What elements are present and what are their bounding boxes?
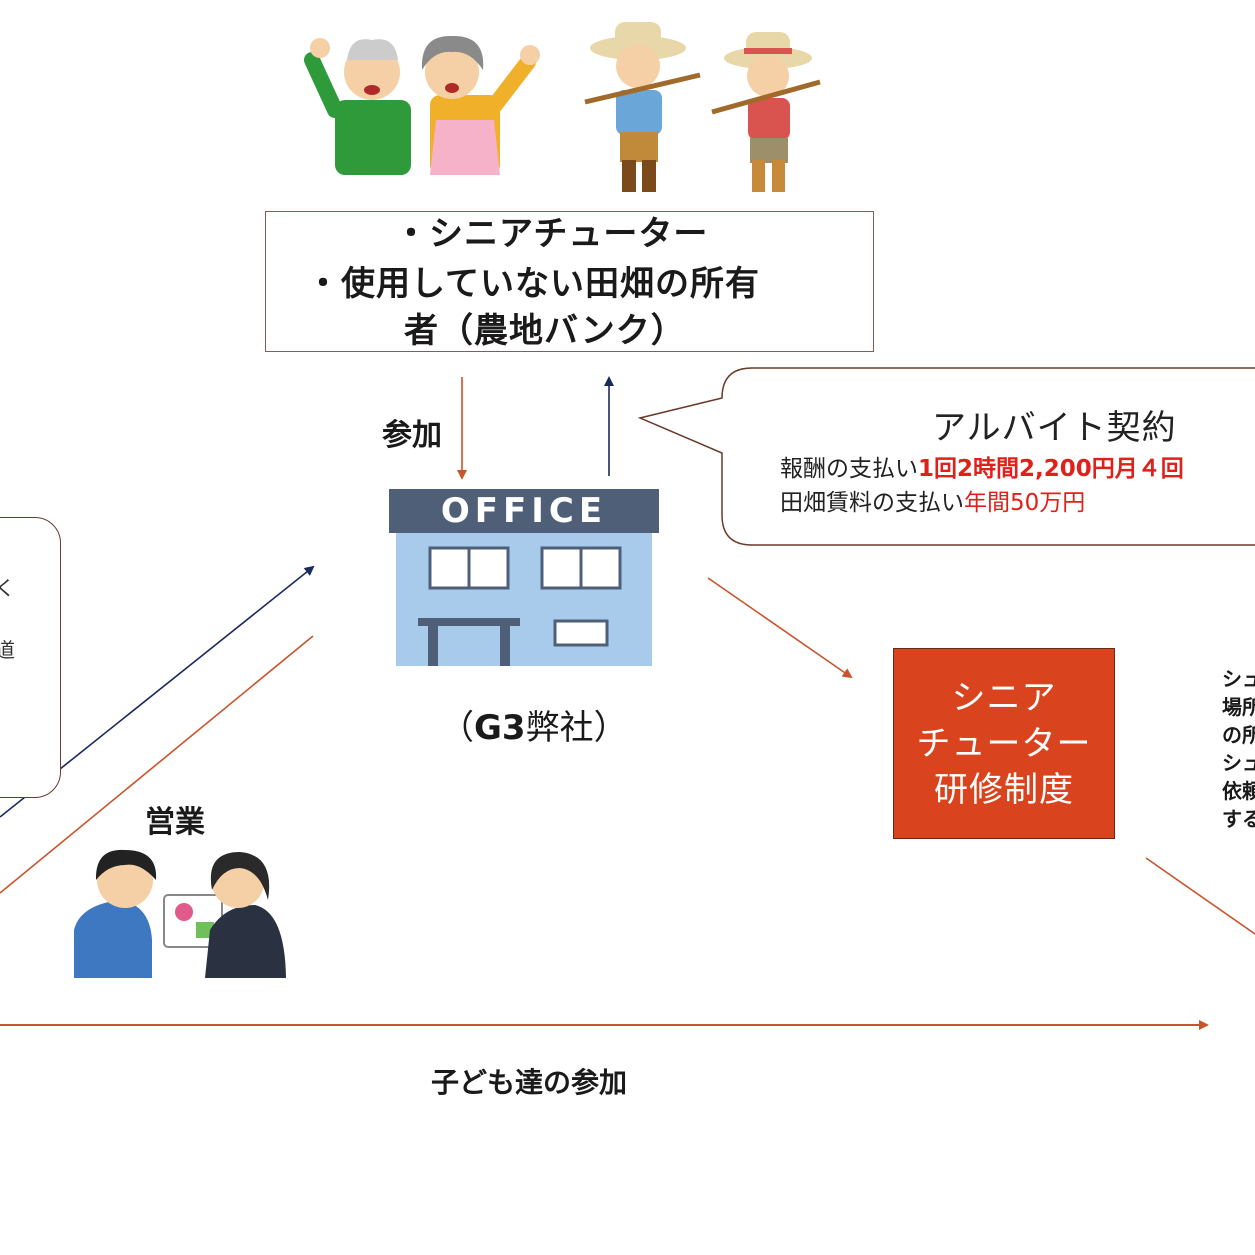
contract-pay-detail: 1回2時間2,200円月４回	[918, 456, 1184, 482]
contract-title: アルバイト契約	[932, 408, 1177, 448]
left-clipped-box: く 道	[0, 517, 61, 798]
right-clipped-text: シュ 場所 の所 シュ 依頼 する	[1222, 665, 1255, 833]
company-name: 弊社	[525, 708, 594, 748]
participants-box: ・シニアチューター ・使用していない田畑の所有 者（農地バンク）	[265, 211, 874, 352]
left-orange-line	[0, 635, 314, 894]
participants-landowner: ・使用していない田畑の所有	[306, 264, 760, 304]
company-open-paren: （	[440, 708, 474, 748]
company-code: G3	[474, 708, 526, 748]
contract-callout-bubble	[637, 367, 1255, 546]
farmer-couple-illustration	[584, 22, 821, 192]
company-label: （G3弊社）	[440, 700, 628, 749]
right-fragment: シュ	[1222, 751, 1255, 775]
left-fragment: 道	[0, 638, 15, 662]
join-label: 参加	[382, 418, 442, 453]
sales-label: 営業	[145, 805, 205, 840]
participants-senior-tutor: ・シニアチューター	[394, 214, 709, 254]
children-participation-label: 子ども達の参加	[431, 1066, 628, 1099]
office-sign: OFFICE	[389, 489, 659, 533]
training-line-2: チューター	[916, 723, 1092, 764]
office-to-training-arrow	[707, 577, 853, 679]
contract-rent-prefix: 田畑賃料の支払い	[780, 490, 964, 516]
office-sign-text: OFFICE	[440, 491, 608, 531]
contract-rent-detail: 年間50万円	[964, 490, 1086, 516]
senior-tutor-training-box: シニア チューター 研修制度	[893, 648, 1115, 839]
senior-couple-illustration	[304, 35, 540, 175]
right-fragment: 依頼	[1222, 779, 1255, 803]
training-outgoing-line	[1145, 857, 1255, 935]
company-close-paren: ）	[593, 708, 628, 748]
right-fragment: の所	[1222, 723, 1255, 747]
training-line-3: 研修制度	[934, 769, 1074, 810]
sales-meeting-illustration	[74, 849, 286, 978]
right-fragment: シュ	[1222, 667, 1255, 691]
left-fragment: く	[0, 576, 15, 600]
office-building-icon	[389, 489, 659, 666]
right-fragment: する	[1222, 807, 1255, 831]
contract-pay-line: 報酬の支払い1回2時間2,200円月４回	[780, 449, 1184, 483]
training-line-1: シニア	[951, 677, 1057, 718]
contract-pay-prefix: 報酬の支払い	[780, 456, 918, 482]
right-fragment: 場所	[1222, 695, 1255, 719]
participants-farmland-bank: 者（農地バンク）	[404, 311, 686, 351]
contract-rent-line: 田畑賃料の支払い年間50万円	[780, 483, 1085, 517]
